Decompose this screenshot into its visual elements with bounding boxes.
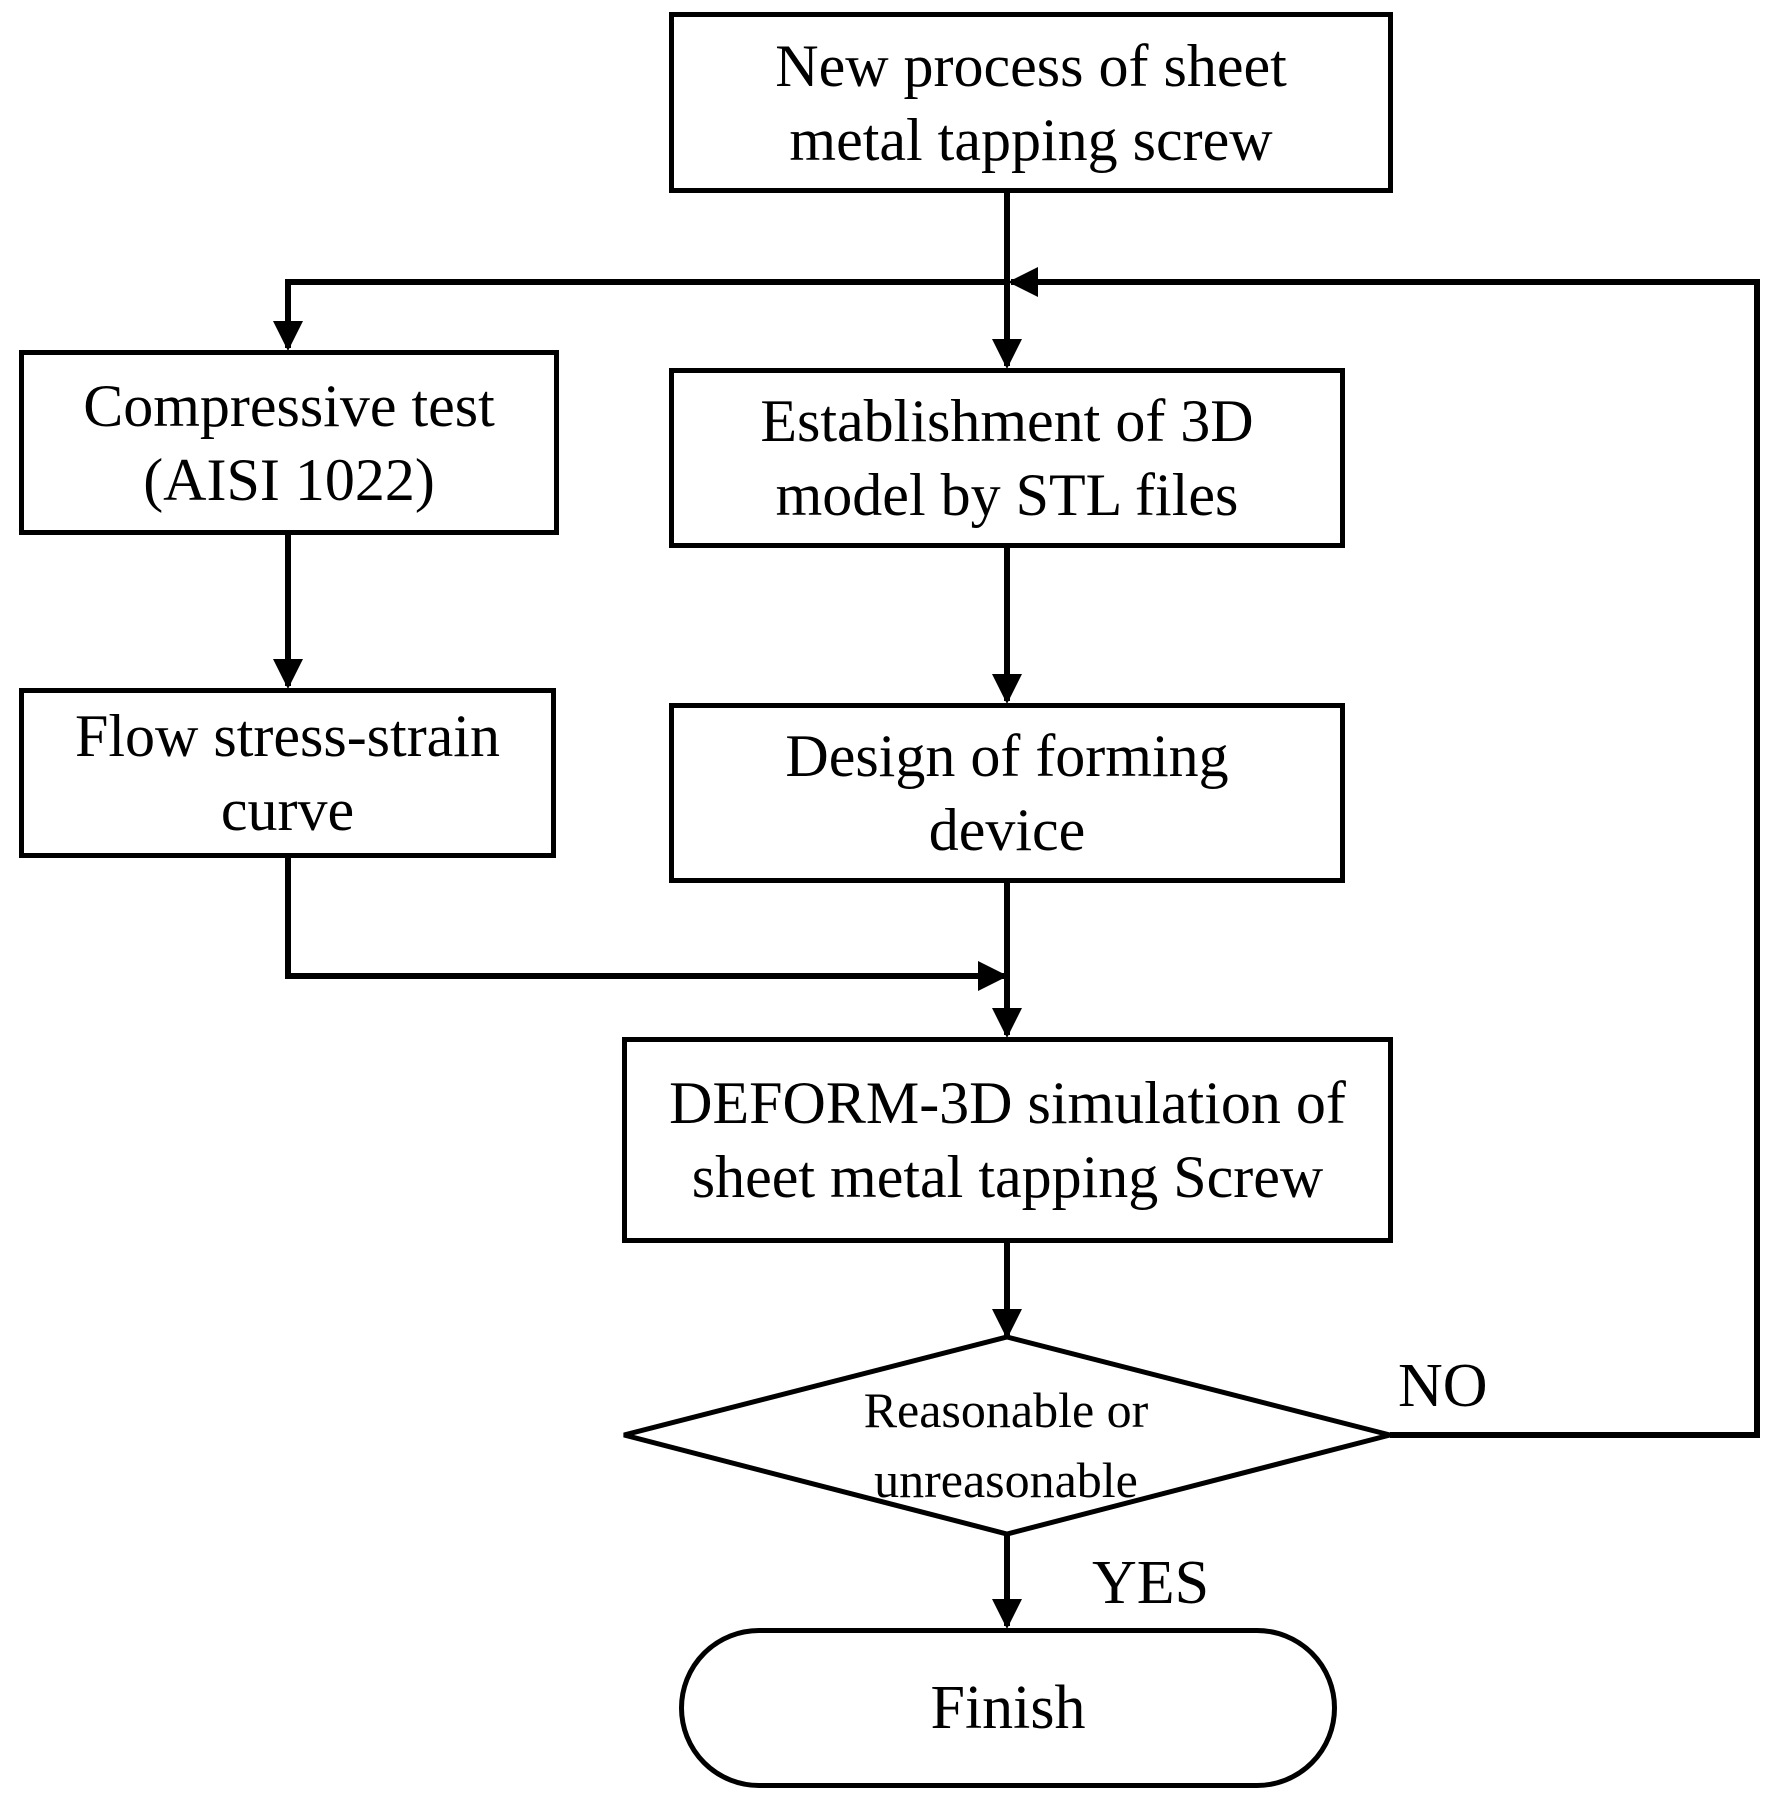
node-flow-curve-line-1: Flow stress-strain	[75, 703, 500, 769]
edge-decision-no-loop	[1008, 267, 1760, 1438]
node-forming-device: Design of forming device	[669, 703, 1345, 883]
node-3d-model: Establishment of 3D model by STL files	[669, 368, 1345, 548]
edge-label-no: NO	[1398, 1352, 1488, 1420]
node-decision-text: Reasonable or unreasonable	[800, 1370, 1212, 1520]
node-decision-line-2: unreasonable	[874, 1452, 1138, 1508]
node-simulation-line-2: sheet metal tapping Screw	[691, 1144, 1324, 1210]
node-finish: Finish	[679, 1628, 1337, 1788]
node-3d-model-line-1: Establishment of 3D	[760, 388, 1254, 454]
edge-flow-curve-to-simulation	[285, 858, 1008, 991]
node-simulation: DEFORM-3D simulation of sheet metal tapp…	[622, 1037, 1393, 1243]
node-compressive-test: Compressive test (AISI 1022)	[19, 350, 559, 535]
node-forming-device-line-1: Design of forming	[785, 723, 1229, 789]
node-3d-model-line-2: model by STL files	[775, 462, 1239, 528]
node-compressive-test-line-2: (AISI 1022)	[143, 446, 435, 513]
node-flow-curve-line-2: curve	[220, 777, 355, 843]
node-decision-line-1: Reasonable or	[863, 1382, 1149, 1438]
decision-diamond	[623, 1334, 1391, 1537]
edge-label-yes: YES	[1092, 1549, 1210, 1617]
node-simulation-line-1: DEFORM-3D simulation of	[669, 1070, 1346, 1136]
node-finish-label: Finish	[930, 1674, 1086, 1742]
node-start: New process of sheet metal tapping screw	[669, 12, 1393, 193]
node-start-line-1: New process of sheet	[775, 32, 1287, 99]
node-start-line-2: metal tapping screw	[789, 106, 1273, 173]
node-forming-device-line-2: device	[928, 797, 1086, 863]
node-flow-curve: Flow stress-strain curve	[19, 688, 556, 858]
node-compressive-test-line-1: Compressive test	[83, 372, 495, 439]
edge-split-to-compressive-test	[273, 279, 1007, 351]
